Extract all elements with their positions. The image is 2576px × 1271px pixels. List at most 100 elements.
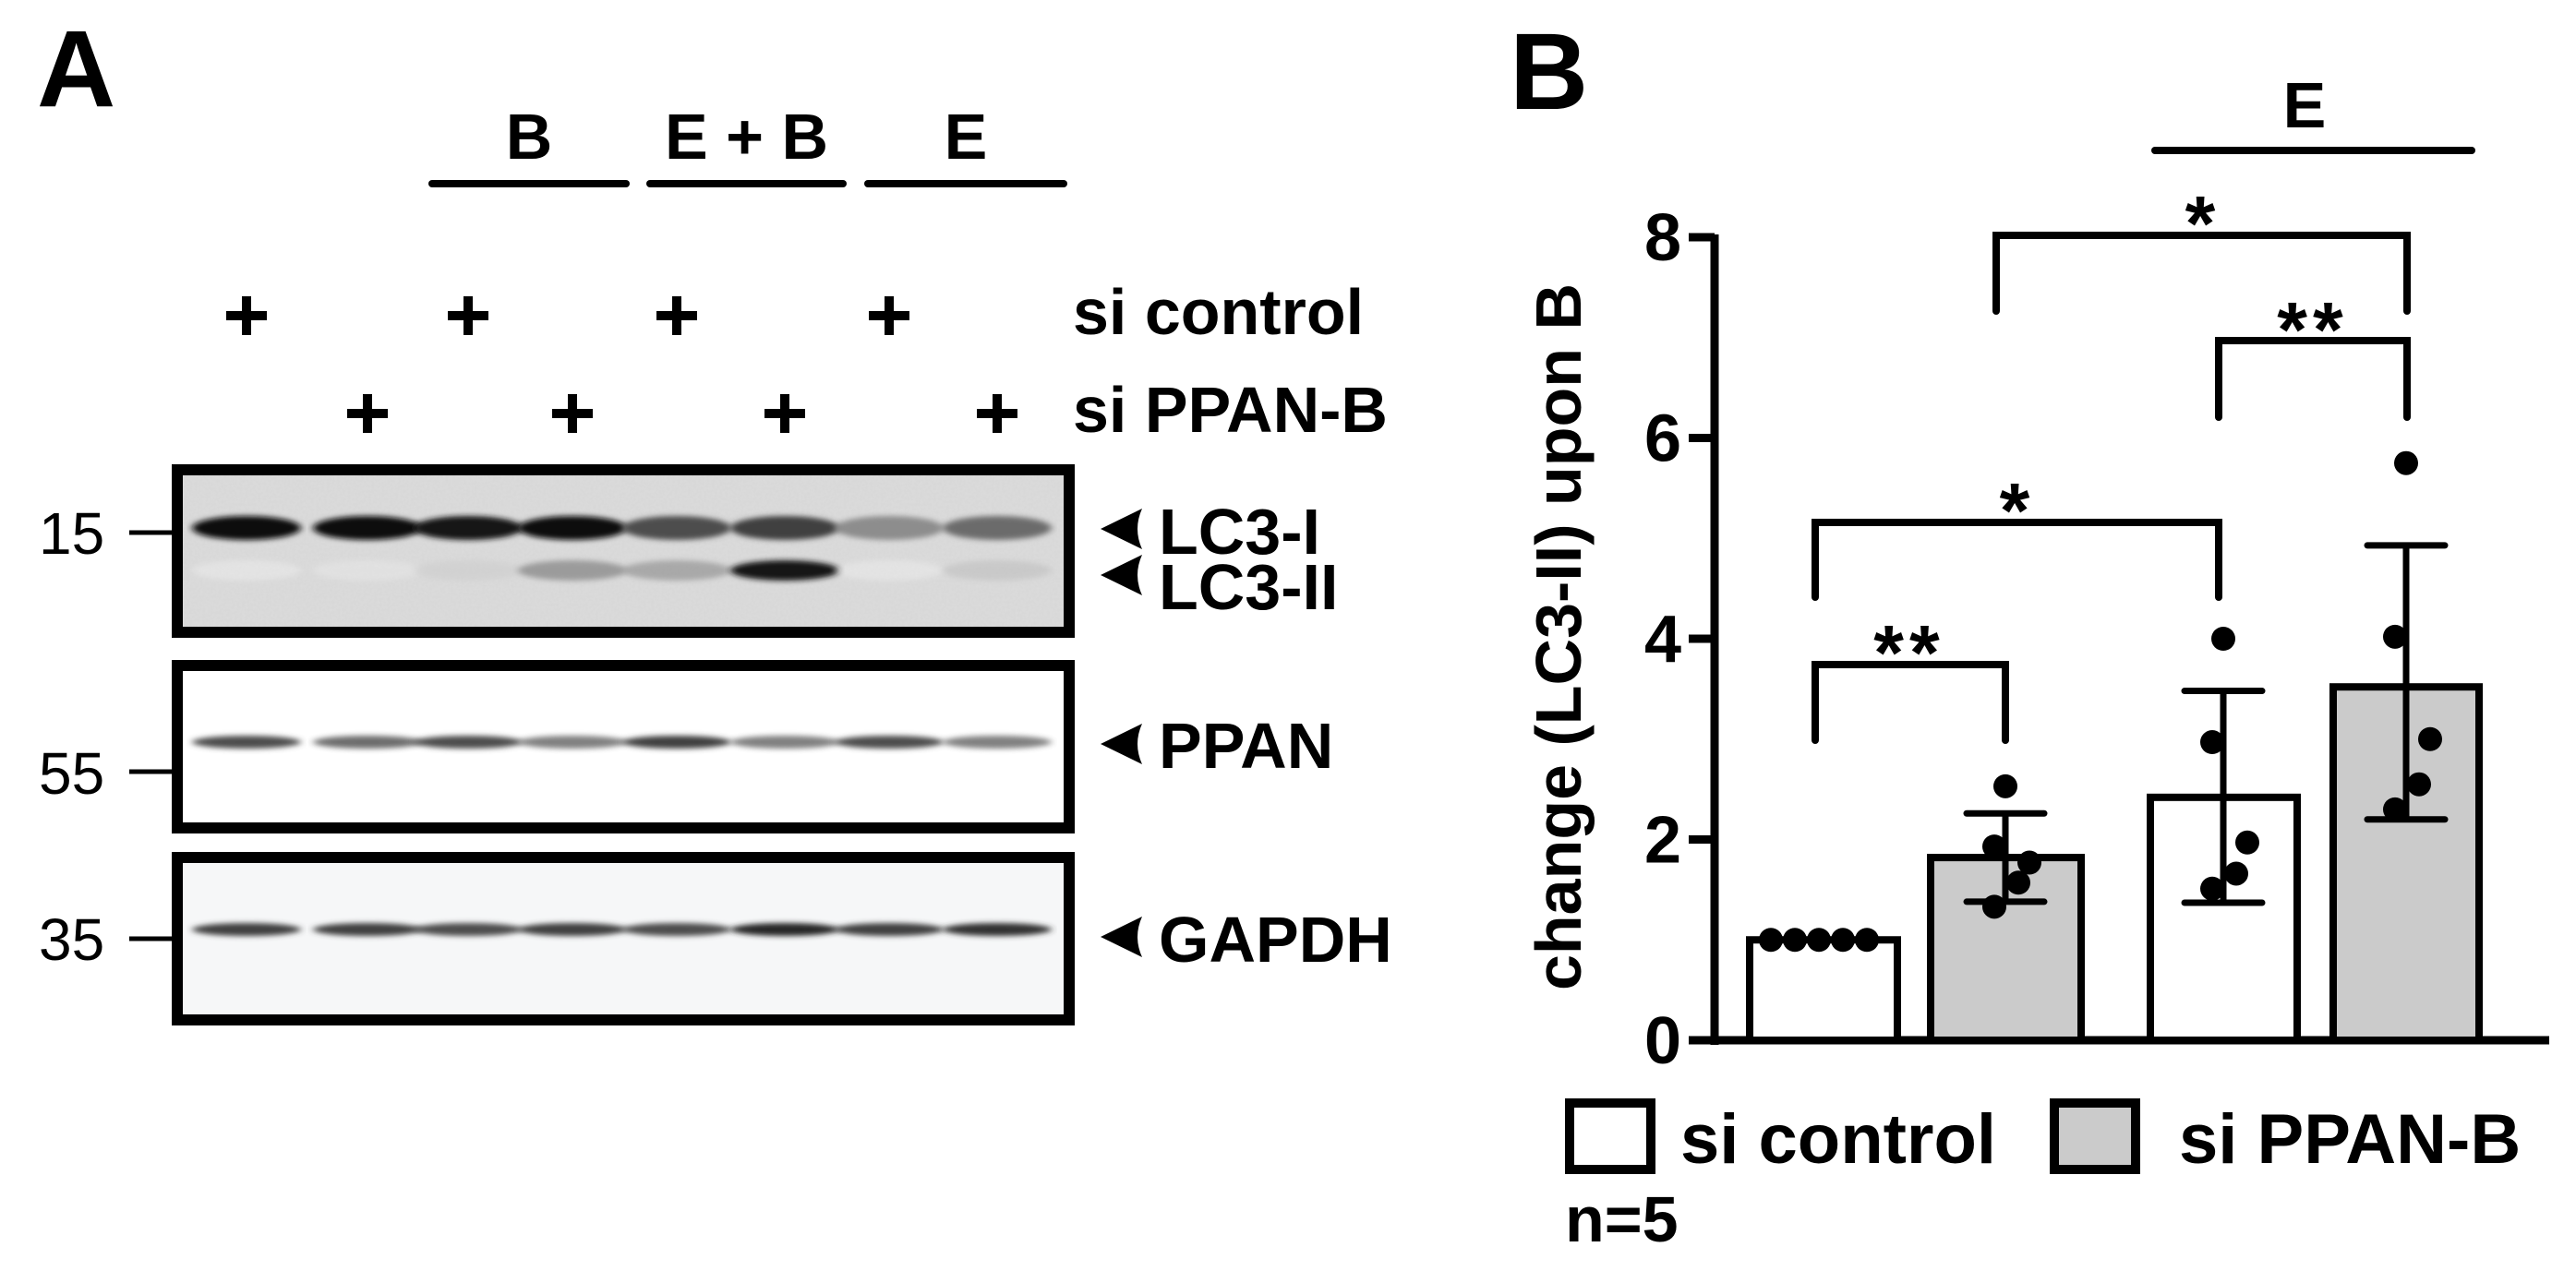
significance-bracket: ** (1812, 609, 2009, 744)
legend-label: si PPAN-B (2179, 1100, 2521, 1179)
band (730, 516, 839, 540)
legend-swatch-gray (2050, 1098, 2140, 1174)
data-point (2224, 861, 2248, 886)
band (943, 923, 1052, 936)
significance-brackets: ****** (1812, 180, 2411, 744)
blot-gapdh: 35 GAPDH (39, 852, 1392, 1025)
bar-group (1927, 773, 2085, 1045)
data-point (1783, 928, 1807, 953)
treatment-header: B E + B E (428, 101, 1067, 187)
y-tick-label: 2 (1644, 804, 1681, 878)
panel-a-label: A (37, 8, 115, 130)
blot-frame (172, 660, 1075, 833)
band (518, 516, 627, 540)
significance-stars: * (2000, 467, 2036, 554)
treatment-label: E (945, 101, 988, 173)
legend-item-si-ppan-b: si PPAN-B (2050, 1098, 2521, 1179)
plus-marker (869, 296, 909, 335)
group-annotation-e: E (2283, 69, 2327, 141)
band (192, 560, 301, 581)
blot-lc3: 15 LC3-I LC3-II (39, 464, 1338, 638)
bar-group (2147, 627, 2301, 1044)
data-point (2200, 876, 2224, 901)
significance-stars: ** (1873, 609, 1944, 696)
blot-frame (172, 852, 1075, 1025)
band (414, 560, 523, 581)
lc3-bands (192, 516, 1052, 581)
data-point (1831, 928, 1855, 953)
band (313, 736, 422, 749)
data-point (2017, 850, 2041, 875)
band-label-lc3-ii: LC3-II (1159, 551, 1338, 623)
arrowhead-icon (1101, 724, 1142, 764)
band (192, 736, 301, 749)
band-label-ppan: PPAN (1159, 710, 1333, 782)
band (518, 736, 627, 749)
band (518, 923, 627, 936)
data-point (2383, 624, 2407, 649)
band (943, 516, 1052, 540)
treatment-label: E + B (665, 101, 828, 173)
data-point (1982, 834, 2006, 859)
band (622, 516, 731, 540)
band (730, 923, 839, 936)
chart-bars (1746, 450, 2483, 1045)
y-axis-label: change (LC3-II) upon B (1523, 283, 1595, 990)
plus-marker (552, 394, 593, 433)
band (414, 923, 523, 936)
plus-marker (226, 296, 267, 335)
band-label-lc3-i: LC3-I (1159, 496, 1320, 568)
band (622, 736, 731, 749)
y-tick-label: 6 (1644, 402, 1681, 476)
y-tick-label: 8 (1644, 201, 1681, 275)
row-label-si-control: si control (1073, 276, 1364, 348)
sirna-rows (226, 296, 1017, 433)
data-point (1855, 928, 1879, 953)
plus-marker (347, 394, 388, 433)
data-point (2407, 772, 2431, 797)
band (835, 516, 944, 540)
band (313, 560, 422, 581)
data-point (2418, 726, 2442, 751)
significance-stars: * (2185, 180, 2221, 267)
legend: si control si PPAN-B n=5 (1565, 1098, 2521, 1255)
y-tick-label: 4 (1644, 603, 1681, 677)
blot-frame (172, 464, 1075, 638)
significance-stars: ** (2277, 286, 2348, 373)
band (835, 736, 944, 749)
band (835, 923, 944, 936)
band (730, 560, 839, 581)
data-point (1807, 928, 1831, 953)
significance-bracket: ** (2215, 286, 2411, 421)
ppan-bands (192, 736, 1052, 749)
data-point (2006, 870, 2030, 895)
band (943, 560, 1052, 581)
bracket-line (1992, 232, 2411, 315)
band (192, 516, 301, 540)
significance-bracket: * (1812, 467, 2222, 601)
band (518, 560, 627, 581)
treatment-label: B (506, 101, 553, 173)
band (313, 923, 422, 936)
plus-marker (448, 296, 488, 335)
band (414, 516, 523, 540)
y-tick-label: 0 (1644, 1004, 1681, 1078)
arrowhead-icon (1101, 555, 1142, 595)
band-label-gapdh: GAPDH (1159, 904, 1392, 976)
plus-marker (656, 296, 697, 335)
significance-bracket: * (1992, 180, 2411, 315)
bracket-line (1812, 661, 2009, 744)
band (622, 923, 731, 936)
panel-b-label: B (1510, 11, 1588, 133)
bar-group (2329, 450, 2483, 1044)
arrowhead-icon (1101, 509, 1142, 549)
bar-group (1746, 928, 1901, 1044)
n-label: n=5 (1565, 1183, 1679, 1255)
plus-marker (764, 394, 805, 433)
data-point (2383, 797, 2407, 821)
data-point (2235, 830, 2259, 855)
data-point (1759, 928, 1783, 953)
band (622, 560, 731, 581)
